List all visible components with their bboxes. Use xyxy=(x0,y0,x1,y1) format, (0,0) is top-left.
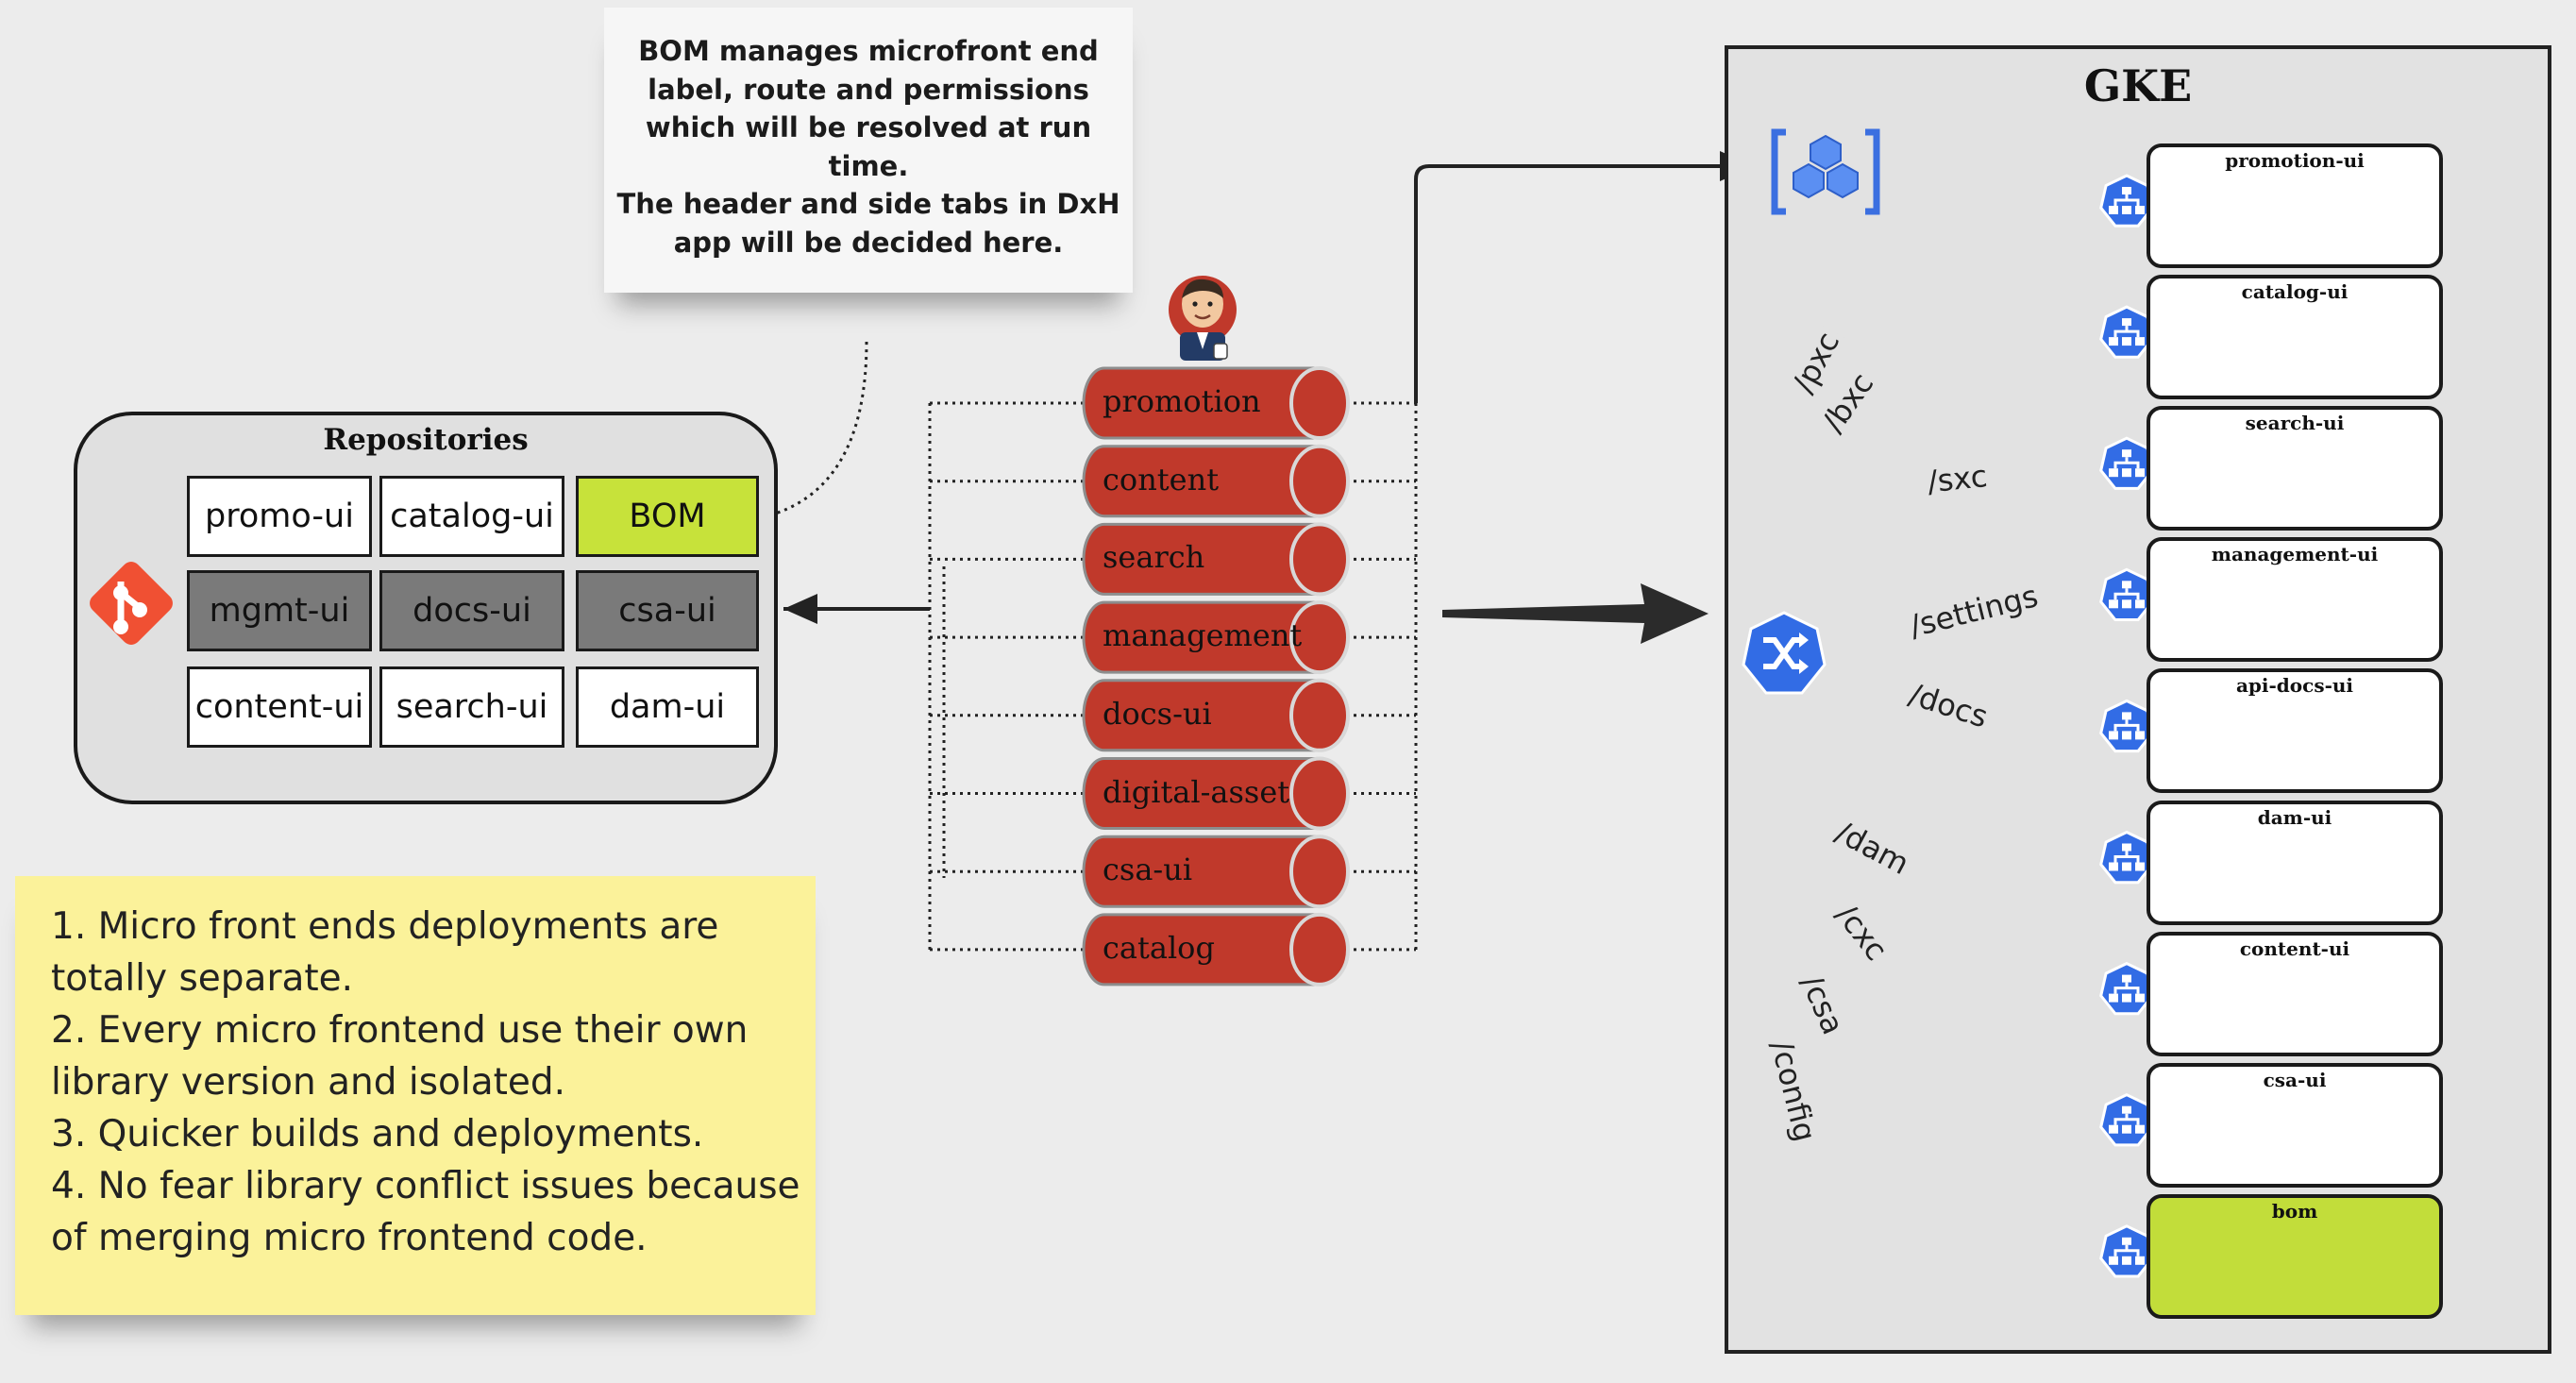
benefits-sticky-note: 1. Micro front ends deployments are total… xyxy=(15,876,816,1315)
service-bom: bom xyxy=(2147,1193,2443,1319)
pipeline-label-promotion: promotion xyxy=(1103,383,1261,419)
service-icon xyxy=(2099,305,2154,359)
ingress-icon xyxy=(1742,611,1827,695)
repositories-title: Repositories xyxy=(323,423,529,457)
pipeline-search xyxy=(1082,522,1350,597)
to-registry-arrow xyxy=(1414,151,1754,403)
pipeline-content xyxy=(1082,444,1350,518)
pipeline-label-search: search xyxy=(1103,539,1205,576)
repo-search-ui: search-ui xyxy=(379,666,564,748)
pipeline-csa-ui xyxy=(1082,835,1350,909)
pipeline-label-catalog: catalog xyxy=(1103,929,1215,966)
service-title: promotion-ui xyxy=(2225,149,2365,172)
service-title: management-ui xyxy=(2211,543,2379,566)
service-title: bom xyxy=(2271,1199,2318,1223)
service-icon xyxy=(2099,1224,2154,1278)
service-api-docs-ui: api-docs-ui xyxy=(2147,668,2443,794)
service-content-ui: content-ui xyxy=(2147,931,2443,1056)
pipeline-label-management: management xyxy=(1103,617,1303,654)
pipeline-label-content: content xyxy=(1103,461,1220,498)
repo-csa-ui: csa-ui xyxy=(576,570,759,651)
service-dam-ui: dam-ui xyxy=(2147,800,2443,925)
benefits-line: of merging micro frontend code. xyxy=(51,1217,648,1259)
gke-title: GKE xyxy=(2083,60,2193,111)
pipeline-promotion xyxy=(1082,366,1350,440)
deploy-arrow xyxy=(1442,583,1709,644)
benefits-line: totally separate. xyxy=(51,957,354,1000)
git-icon xyxy=(90,562,173,645)
repo-mgmt-ui: mgmt-ui xyxy=(187,570,372,651)
benefits-line: 3. Quicker builds and deployments. xyxy=(51,1113,704,1155)
bom-note-link xyxy=(762,341,868,519)
service-icon xyxy=(2099,1093,2154,1147)
service-title: search-ui xyxy=(2245,412,2345,435)
repo-catalog-ui: catalog-ui xyxy=(379,476,564,557)
bom-note-line: app will be decided here. xyxy=(673,226,1064,259)
bom-note-line: label, route and permissions xyxy=(648,73,1089,106)
service-catalog-ui: catalog-ui xyxy=(2147,275,2443,400)
bom-note-line: BOM manages microfront end xyxy=(638,35,1099,67)
pipeline-label-csa-ui: csa-ui xyxy=(1103,852,1193,888)
service-title: catalog-ui xyxy=(2241,280,2349,304)
service-icon xyxy=(2099,830,2154,885)
repo-content-ui: content-ui xyxy=(187,666,372,748)
service-management-ui: management-ui xyxy=(2147,537,2443,663)
bom-note-line: The header and side tabs in DxH xyxy=(616,188,1120,220)
service-csa-ui: csa-ui xyxy=(2147,1062,2443,1188)
repo-dam-ui: dam-ui xyxy=(576,666,759,748)
service-icon xyxy=(2099,436,2154,490)
bom-note-text: BOM manages microfront end label, route a… xyxy=(604,8,1133,261)
bom-note-line: time. xyxy=(828,149,909,182)
pipeline-catalog xyxy=(1082,912,1350,987)
service-icon xyxy=(2099,567,2154,621)
pipeline-label-digital-asset: digital-asset xyxy=(1103,773,1290,810)
jenkins-icon xyxy=(1169,276,1237,361)
service-title: api-docs-ui xyxy=(2235,674,2354,698)
service-title: csa-ui xyxy=(2263,1068,2327,1091)
service-search-ui: search-ui xyxy=(2147,406,2443,531)
pipeline-digital-asset xyxy=(1082,756,1350,831)
pipeline-docs-ui xyxy=(1082,678,1350,752)
bom-note: BOM manages microfront end label, route a… xyxy=(604,8,1133,293)
repo-promo-ui: promo-ui xyxy=(187,476,372,557)
benefits-line: 2. Every micro frontend use their own xyxy=(51,1009,749,1052)
benefits-line: 1. Micro front ends deployments are xyxy=(51,905,719,948)
benefits-list: 1. Micro front ends deployments are total… xyxy=(51,901,800,1264)
repo-docs-ui: docs-ui xyxy=(379,570,564,651)
repo-bom: BOM xyxy=(576,476,759,557)
service-icon xyxy=(2099,961,2154,1016)
benefits-line: 4. No fear library conflict issues becau… xyxy=(51,1165,800,1207)
service-icon xyxy=(2099,699,2154,753)
service-title: content-ui xyxy=(2239,936,2350,960)
benefits-line: library version and isolated. xyxy=(51,1061,566,1104)
bom-note-line: which will be resolved at run xyxy=(645,111,1092,143)
service-promotion-ui: promotion-ui xyxy=(2147,143,2443,268)
service-title: dam-ui xyxy=(2257,805,2332,829)
pipeline-management xyxy=(1082,600,1350,675)
service-icon xyxy=(2099,174,2154,228)
container-registry-icon xyxy=(1771,128,1880,215)
pipeline-label-docs-ui: docs-ui xyxy=(1103,695,1212,732)
